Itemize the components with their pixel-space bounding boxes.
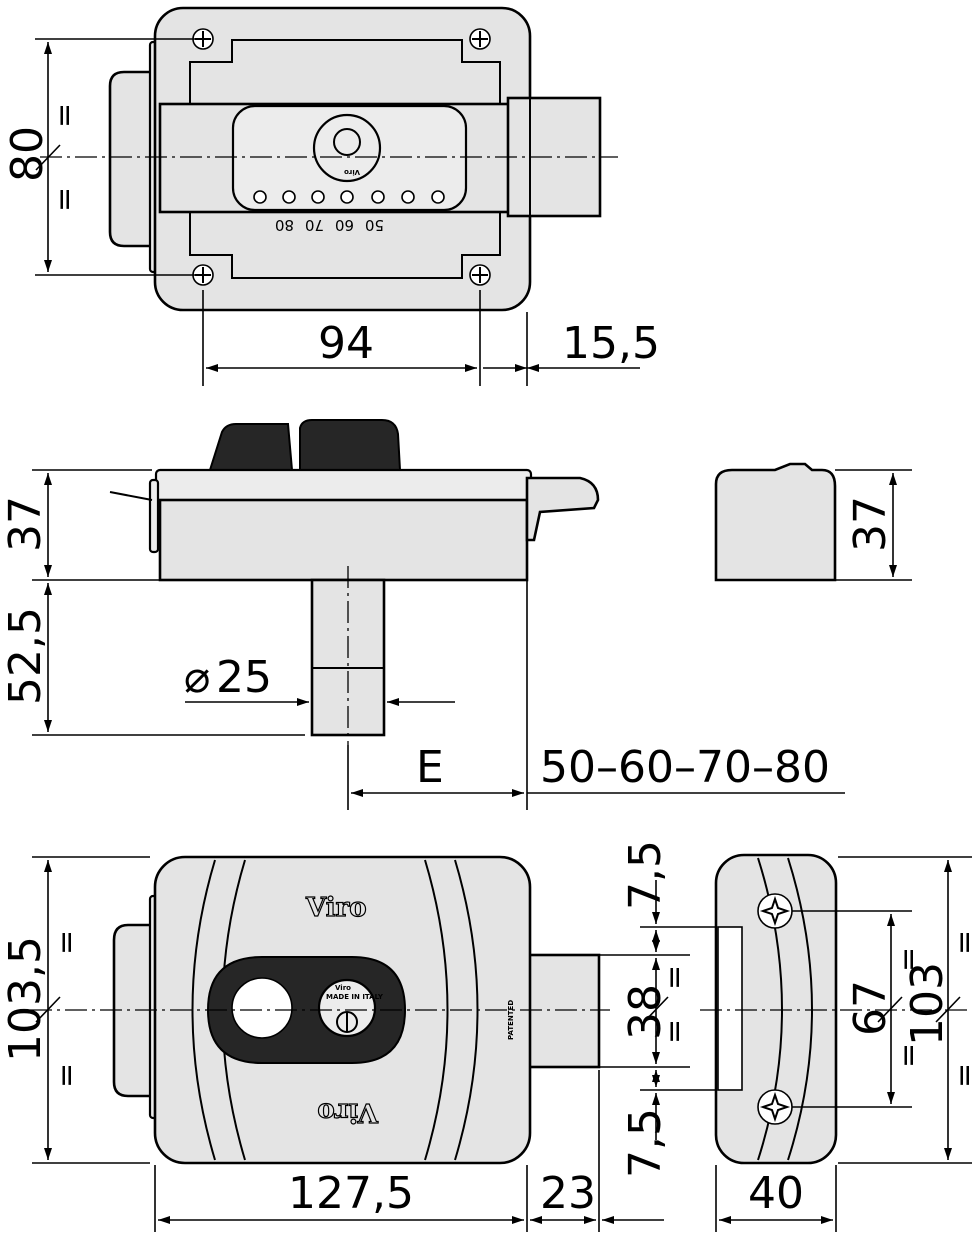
front-dim-bolt-height: 38 <box>620 984 671 1040</box>
side-dim-diameter-symbol: ⌀ <box>184 652 211 703</box>
front-dim-offset-bottom: 7,5 <box>620 1108 671 1178</box>
front-cylinder-made-in: MADE IN ITALY <box>326 993 384 1001</box>
front-housing-curve-1 <box>191 859 216 1161</box>
front-rear-tab <box>112 923 157 1098</box>
top-cylinder <box>312 113 382 183</box>
top-housing-recess <box>189 39 501 279</box>
front-bolt <box>525 953 601 1069</box>
front-brand-bottom: Viro <box>317 1097 379 1127</box>
front-knob-hole <box>231 977 293 1039</box>
side-dim-cylinder-length: 52,5 <box>0 607 51 705</box>
front-patented-mark: PATENTED <box>507 1000 515 1040</box>
top-view: Viro 50 60 70 80 80 = = 94 15,5 <box>2 6 660 386</box>
side-latch <box>525 476 600 542</box>
svg-text:50: 50 <box>365 216 384 234</box>
front-dim-bolt-equal-top: = <box>657 965 692 990</box>
top-dim-bolt-projection: 15,5 <box>562 318 660 369</box>
front-housing-curve-3 <box>424 859 449 1161</box>
keeper-front-dim-equal-a: = <box>891 947 926 972</box>
keeper-screw-bottom <box>757 1089 793 1125</box>
keeper-side-body <box>714 462 837 582</box>
top-corner-holes <box>192 28 491 286</box>
front-dim-bolt-equal-bottom: = <box>657 1019 692 1044</box>
top-dim-equal-bottom: = <box>47 187 82 212</box>
front-cylinder-brand: Viro <box>335 984 351 992</box>
svg-text:80: 80 <box>275 216 294 234</box>
keeper-front-dim-hole-spacing: 67 <box>845 980 896 1036</box>
keeper-front-dim-equal-c: = <box>947 930 976 955</box>
front-dim-offset-top: 7,5 <box>620 840 671 910</box>
side-dim-backset-values: 50–60–70–80 <box>540 742 830 793</box>
front-dim-width: 127,5 <box>288 1168 414 1219</box>
keeper-front-dim-equal-b: = <box>891 1043 926 1068</box>
side-knob-right <box>299 419 402 471</box>
top-dim-hole-spacing: 94 <box>318 318 374 369</box>
keeper-front-dim-width: 40 <box>748 1168 804 1219</box>
top-cylinder-brand: Viro <box>344 168 360 176</box>
front-dim-bolt-projection: 23 <box>540 1168 596 1219</box>
side-dim-height: 37 <box>0 496 51 552</box>
top-backset-indicator-holes <box>253 190 445 204</box>
top-dim-height: 80 <box>2 126 53 182</box>
top-rear-tab <box>108 70 157 248</box>
keeper-front-view: 67 103 = = = = 40 <box>700 853 976 1232</box>
front-dim-height: 103,5 <box>0 936 51 1062</box>
keeper-front-slot <box>717 926 743 1091</box>
side-body <box>158 498 529 582</box>
side-view: 37 52,5 ⌀ 25 E 50–60–70–80 <box>0 419 845 810</box>
side-top-plate <box>154 468 533 504</box>
side-rear-screws <box>148 478 160 554</box>
keeper-screw-top <box>757 893 793 929</box>
keeper-front-dim-equal-d: = <box>947 1063 976 1088</box>
keeper-side-dim-height: 37 <box>845 496 896 552</box>
svg-text:60: 60 <box>335 216 354 234</box>
front-dim-equal-bottom: = <box>49 1063 84 1088</box>
keeper-front-dim-height: 103 <box>902 962 953 1046</box>
keeper-side-view: 37 <box>714 462 912 582</box>
svg-text:70: 70 <box>305 216 324 234</box>
front-brand-top: Viro <box>305 893 367 923</box>
side-dim-cylinder-diameter: 25 <box>216 652 272 703</box>
front-cylinder <box>317 978 377 1038</box>
top-dim-equal-top: = <box>47 103 82 128</box>
side-knob-left <box>208 423 294 471</box>
top-backset-marks: 50 60 70 80 <box>275 216 384 234</box>
side-dim-backset: E <box>416 742 444 793</box>
front-view: Viro Viro Viro MADE IN ITALY PATENTED 10… <box>0 840 735 1232</box>
front-dim-equal-top: = <box>49 930 84 955</box>
